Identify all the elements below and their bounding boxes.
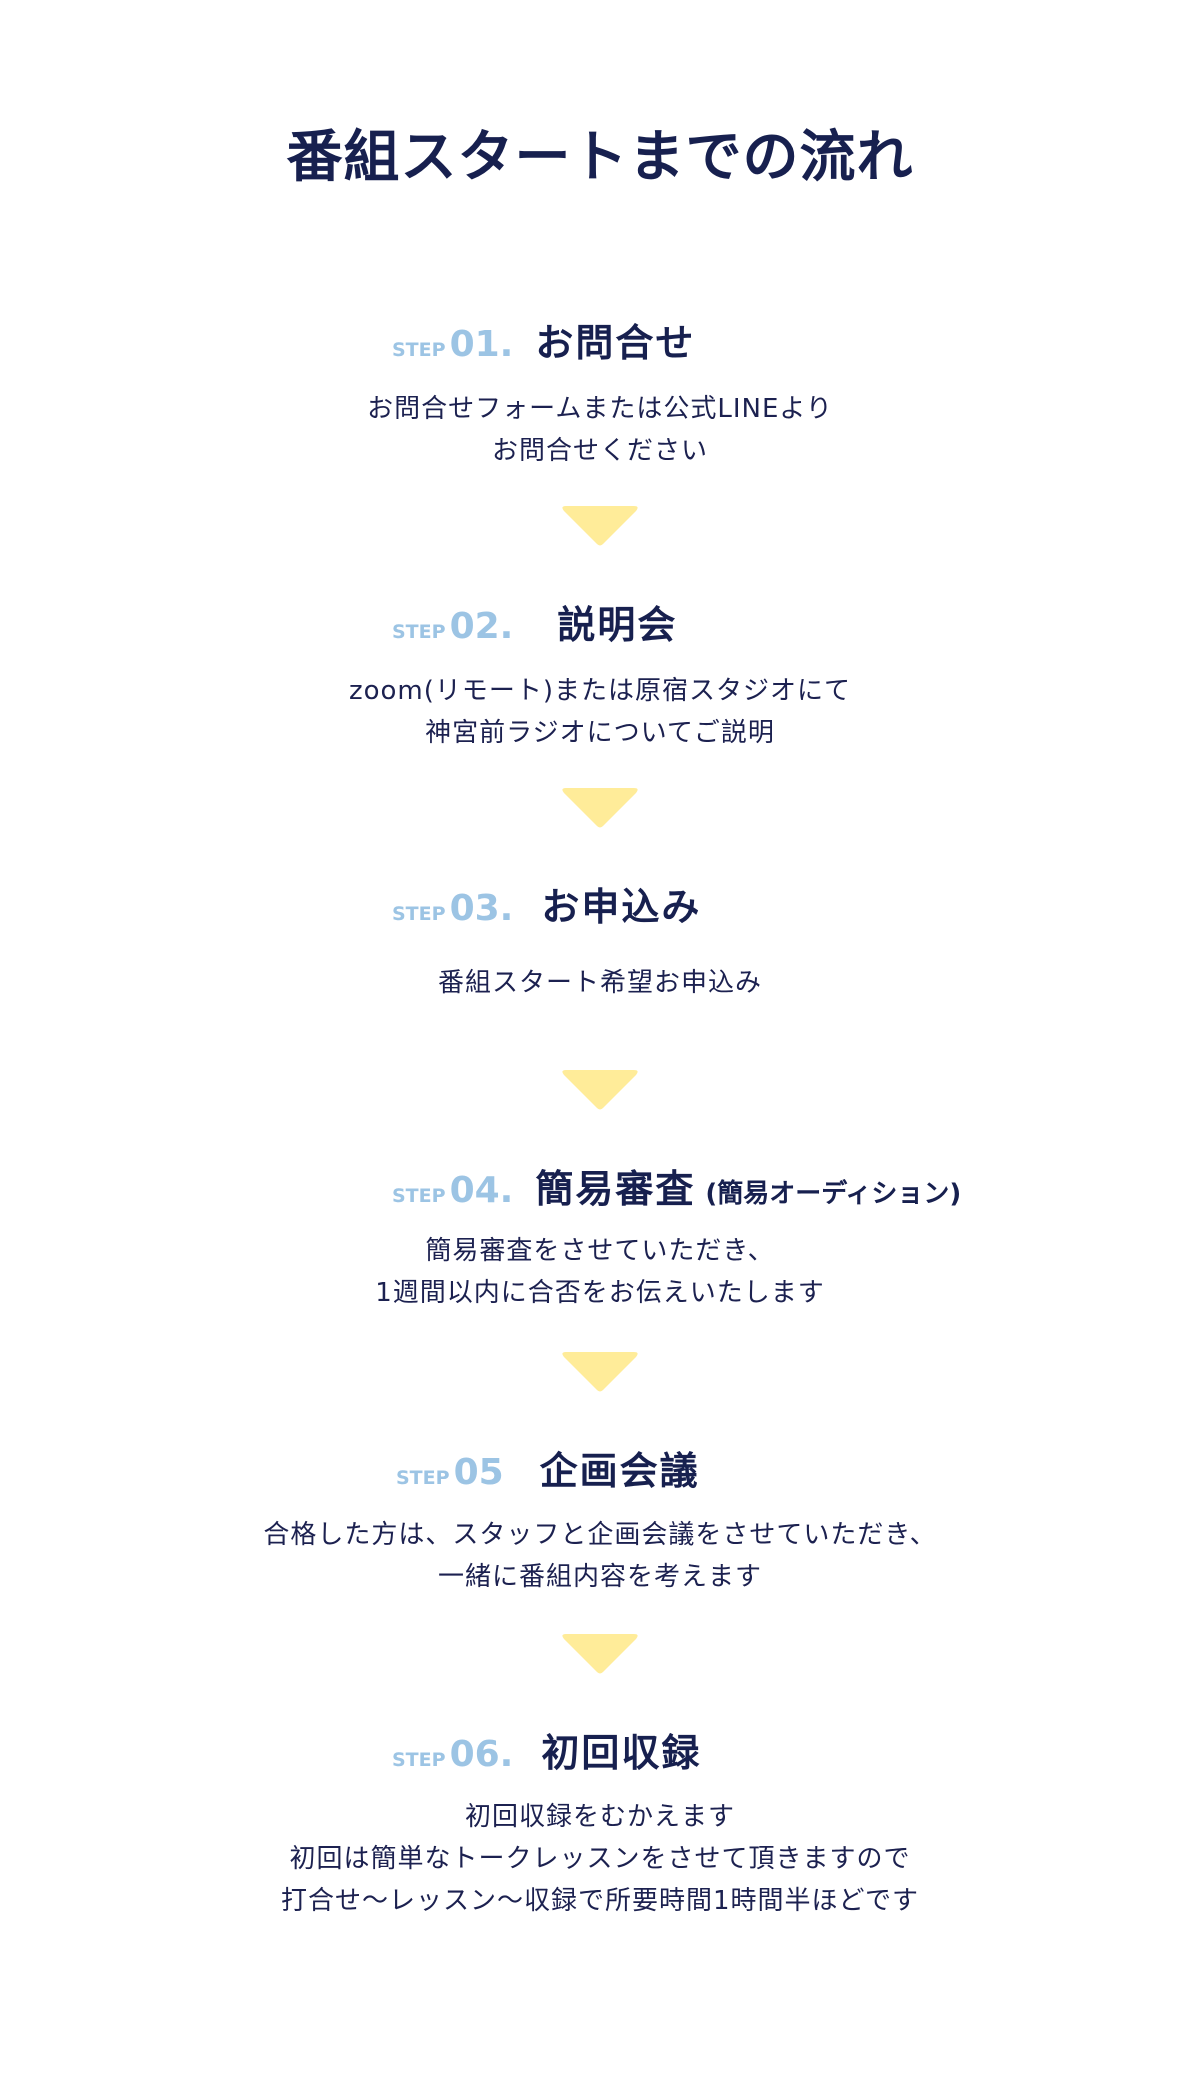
description-line: お問合せフォームまたは公式LINEより [367, 394, 833, 424]
description-line: 神宮前ラジオについてご説明 [425, 718, 775, 748]
step-label: STEP [392, 1749, 446, 1771]
step-04-description: 簡易審査をさせていただき、 1週間以内に合否をお伝えいたします [0, 1230, 1200, 1314]
down-arrow-icon [562, 1070, 638, 1110]
step-02-heading: STEP 02. 説明会 [392, 594, 677, 649]
step-06-heading: STEP 06. 初回収録 [392, 1722, 701, 1777]
step-number: 06. [449, 1734, 514, 1775]
description-line: 1週間以内に合否をお伝えいたします [375, 1278, 825, 1308]
description-line: 番組スタート希望お申込み [437, 968, 762, 998]
step-label: STEP [392, 1185, 446, 1207]
step-02-description: zoom(リモート)または原宿スタジオにて 神宮前ラジオについてご説明 [0, 670, 1200, 754]
down-arrow-icon [562, 1352, 638, 1392]
step-number: 02. [449, 606, 514, 647]
step-title: 企画会議 [539, 1449, 700, 1493]
step-label: STEP [396, 1467, 450, 1489]
step-06-description: 初回収録をむかえます 初回は簡単なトークレッスンをさせて頂きますので 打合せ〜レ… [0, 1796, 1200, 1922]
step-04-heading: STEP 04. 簡易審査 (簡易オーディション) [392, 1158, 961, 1213]
description-line: 一緒に番組内容を考えます [437, 1562, 762, 1592]
step-05-heading: STEP 05 企画会議 [396, 1440, 700, 1495]
step-title: お申込み [541, 885, 702, 929]
step-subtitle: (簡易オーディション) [705, 1179, 962, 1209]
description-line: お問合せください [491, 436, 708, 466]
step-number: 03. [449, 888, 514, 929]
description-line: 打合せ〜レッスン〜収録で所要時間1時間半ほどです [280, 1886, 920, 1916]
step-title: お問合せ [535, 321, 696, 365]
step-03-description: 番組スタート希望お申込み [0, 962, 1200, 1004]
page-title: 番組スタートまでの流れ [286, 125, 914, 190]
step-03-heading: STEP 03. お申込み [392, 876, 701, 931]
step-title: 初回収録 [541, 1731, 702, 1775]
step-title: 簡易審査 [535, 1167, 696, 1211]
step-01-description: お問合せフォームまたは公式LINEより お問合せください [0, 388, 1200, 472]
down-arrow-icon [562, 788, 638, 828]
description-line: 合格した方は、スタッフと企画会議をさせていただき、 [263, 1520, 937, 1550]
step-number: 04. [449, 1170, 514, 1211]
step-label: STEP [392, 903, 446, 925]
step-number: 01. [449, 324, 514, 365]
description-line: zoom(リモート)または原宿スタジオにて [348, 676, 852, 706]
description-line: 簡易審査をさせていただき、 [425, 1236, 775, 1266]
down-arrow-icon [562, 506, 638, 546]
step-label: STEP [392, 621, 446, 643]
step-title: 説明会 [557, 603, 678, 647]
step-01-heading: STEP 01. お問合せ [392, 312, 695, 367]
description-line: 初回収録をむかえます [464, 1802, 735, 1832]
step-label: STEP [392, 339, 446, 361]
step-number: 05 [453, 1452, 504, 1493]
down-arrow-icon [562, 1634, 638, 1674]
step-05-description: 合格した方は、スタッフと企画会議をさせていただき、 一緒に番組内容を考えます [0, 1514, 1200, 1598]
description-line: 初回は簡単なトークレッスンをさせて頂きますので [289, 1844, 911, 1874]
